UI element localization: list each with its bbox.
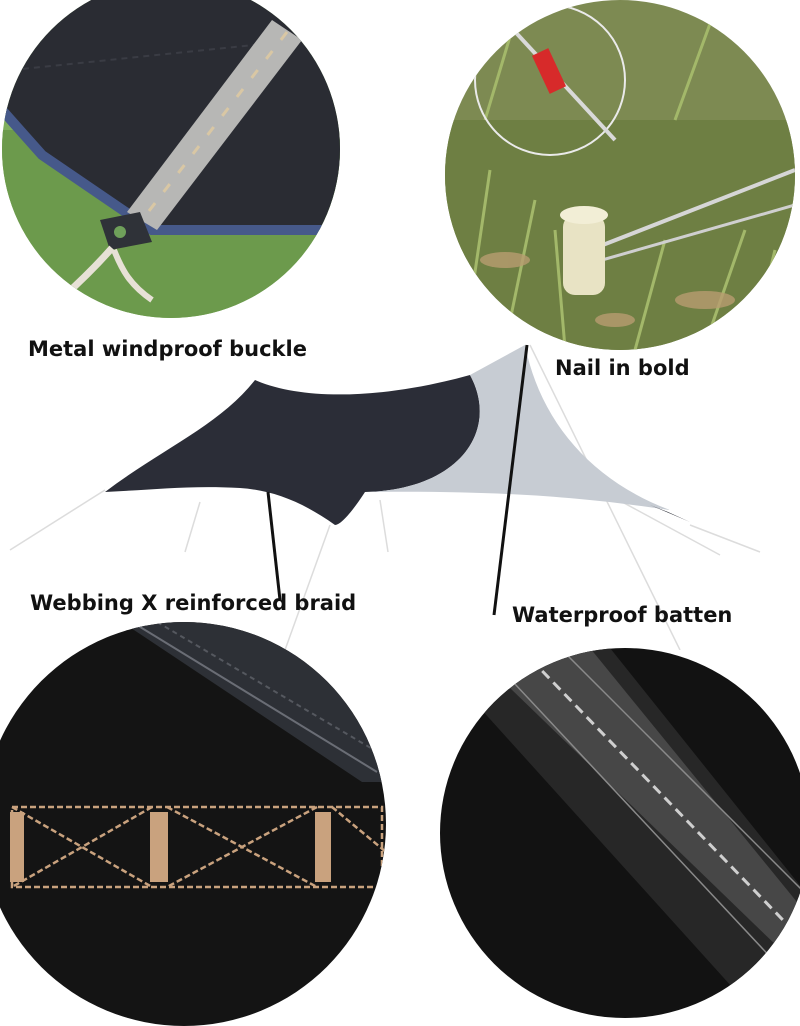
tarp-dark-panel bbox=[105, 375, 480, 525]
tarp-pole-right bbox=[492, 344, 529, 616]
buckle-detail-photo bbox=[2, 0, 340, 318]
nail-detail-image bbox=[445, 0, 795, 350]
batten-label: Waterproof batten bbox=[512, 603, 733, 627]
braid-detail-image bbox=[0, 622, 386, 1026]
buckle-label: Metal windproof buckle bbox=[28, 337, 307, 361]
batten-detail-image bbox=[440, 648, 800, 1018]
braid-detail-photo bbox=[0, 622, 386, 1026]
nail-detail-photo bbox=[445, 0, 795, 350]
tarp-illustration bbox=[9, 344, 761, 650]
buckle-detail-image bbox=[2, 0, 340, 318]
tarp-pole-left bbox=[266, 491, 282, 601]
nail-label: Nail in bold bbox=[555, 356, 690, 380]
braid-label: Webbing X reinforced braid bbox=[30, 591, 357, 615]
batten-detail-photo bbox=[440, 648, 800, 1018]
